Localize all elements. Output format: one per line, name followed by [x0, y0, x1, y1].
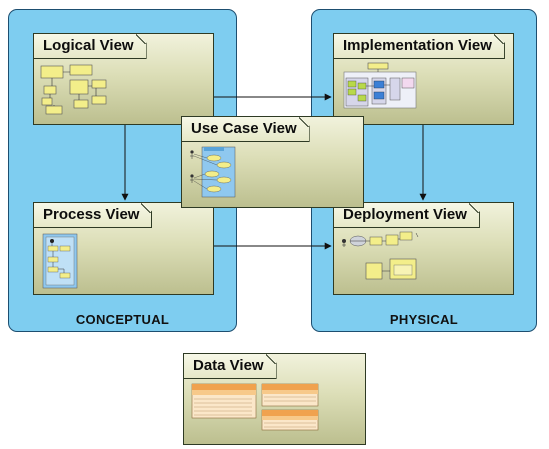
conceptual-label: CONCEPTUAL — [75, 312, 170, 327]
deployment-view-title: Deployment View — [333, 202, 480, 228]
activity-diagram-thumbnail — [42, 233, 78, 289]
component-diagram-thumbnail — [343, 62, 417, 109]
data-view-panel[interactable]: Data View — [183, 353, 366, 445]
process-view-panel[interactable]: Process View — [33, 202, 214, 295]
use-case-diagram-thumbnail — [190, 146, 236, 198]
deployment-view-panel[interactable]: Deployment View — [333, 202, 514, 295]
data-view-title: Data View — [183, 353, 277, 379]
logical-view-title: Logical View — [33, 33, 147, 59]
logical-view-panel[interactable]: Logical View — [33, 33, 214, 125]
implementation-view-panel[interactable]: Implementation View — [333, 33, 514, 125]
process-view-title: Process View — [33, 202, 152, 228]
implementation-view-title: Implementation View — [333, 33, 505, 59]
physical-label: PHYSICAL — [389, 312, 459, 327]
use-case-view-title: Use Case View — [181, 116, 310, 142]
erd-diagram-thumbnail — [191, 383, 319, 431]
use-case-view-panel[interactable]: Use Case View — [181, 116, 364, 208]
deployment-diagram-thumbnail — [342, 231, 419, 280]
class-diagram-thumbnail — [40, 64, 107, 115]
